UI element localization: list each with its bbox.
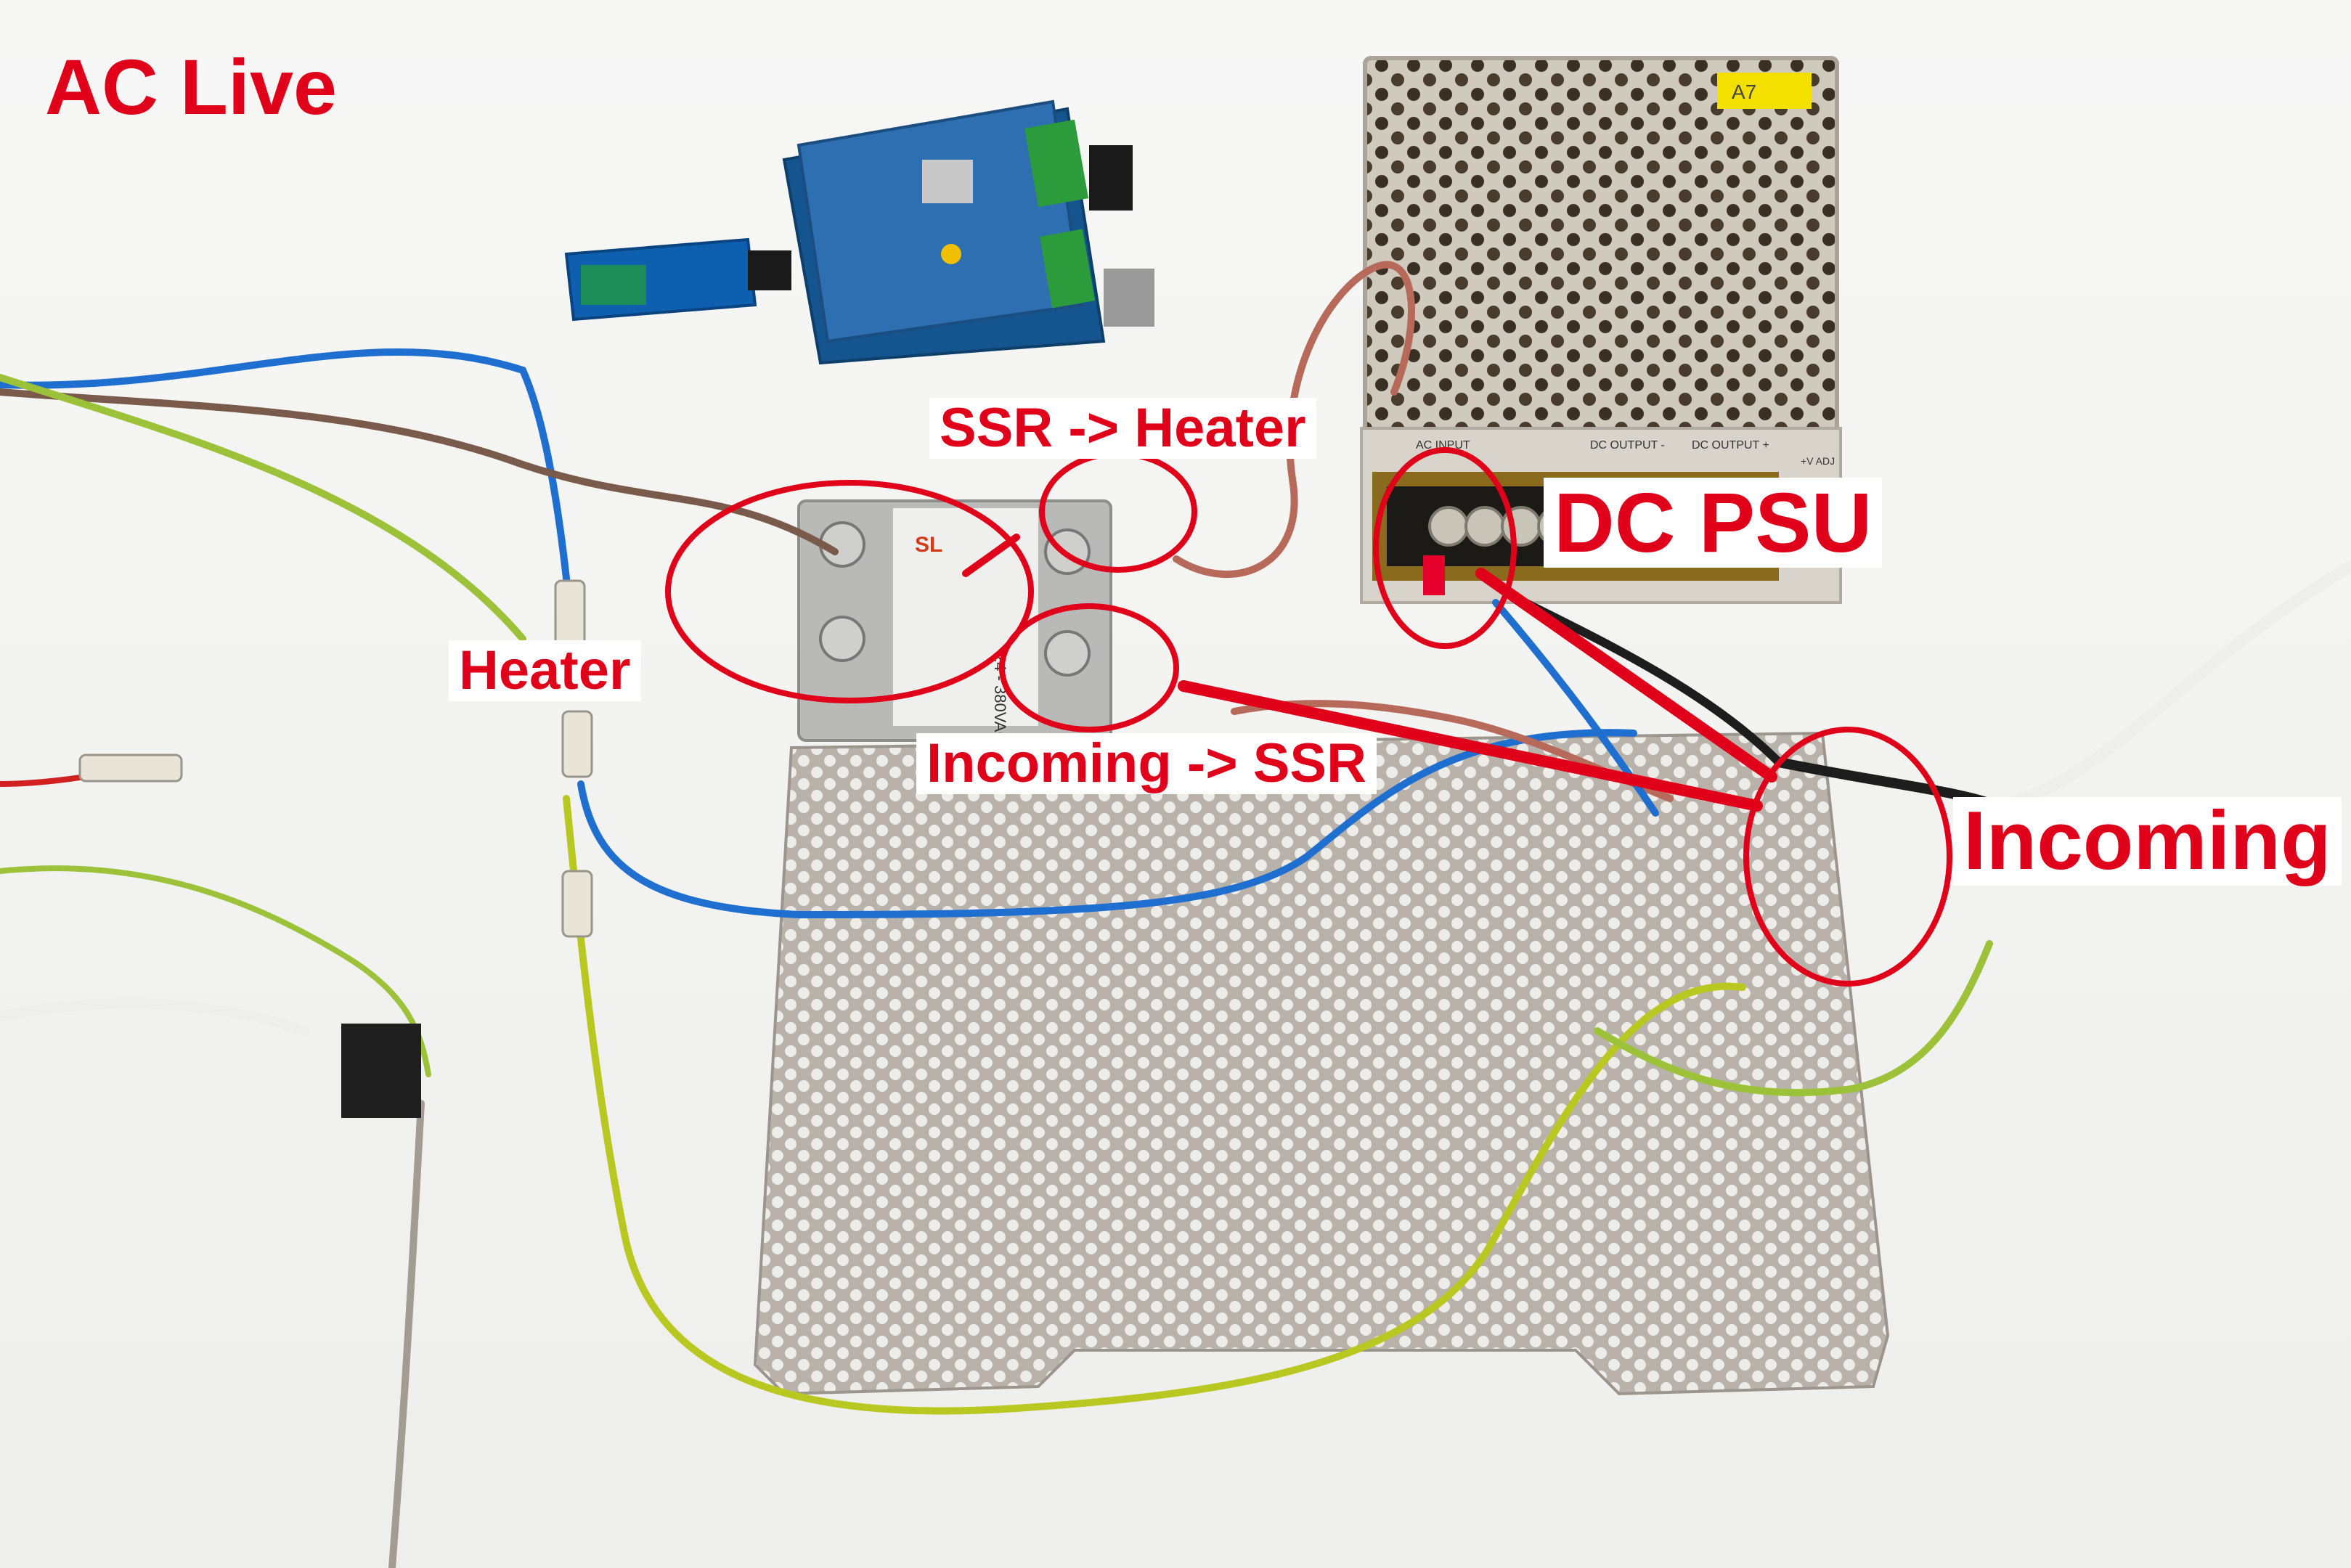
thermocouple-tape — [341, 1024, 421, 1118]
heater-connectors — [78, 579, 593, 938]
svg-text:+V ADJ: +V ADJ — [1801, 455, 1835, 467]
circle-dc-psu — [1373, 447, 1517, 649]
perforated-plate — [753, 731, 1890, 1396]
svg-text:SL: SL — [915, 533, 942, 557]
bluetooth-module — [564, 237, 791, 322]
circle-incoming-ssr — [999, 603, 1179, 732]
circle-incoming — [1743, 727, 1952, 987]
ac-live-title: AC Live — [45, 43, 338, 131]
dc-psu-label: DC PSU — [1544, 478, 1883, 568]
annotations — [665, 447, 1952, 987]
incoming-ssr-label: Incoming -> SSR — [916, 733, 1377, 794]
svg-text:DC OUTPUT -: DC OUTPUT - — [1590, 439, 1665, 452]
svg-text:DC OUTPUT +: DC OUTPUT + — [1692, 439, 1769, 452]
arduino-board — [782, 99, 1154, 365]
svg-text:A7: A7 — [1732, 81, 1756, 103]
svg-text:AC INPUT: AC INPUT — [1416, 439, 1470, 452]
ssr-heater-label: SSR -> Heater — [929, 398, 1316, 459]
incoming-label: Incoming — [1953, 797, 2342, 886]
circle-ssr-input — [665, 480, 1034, 703]
solid-state-relay: SL 24 - 380VAC — [797, 499, 1112, 743]
heater-label: Heater — [449, 640, 641, 701]
